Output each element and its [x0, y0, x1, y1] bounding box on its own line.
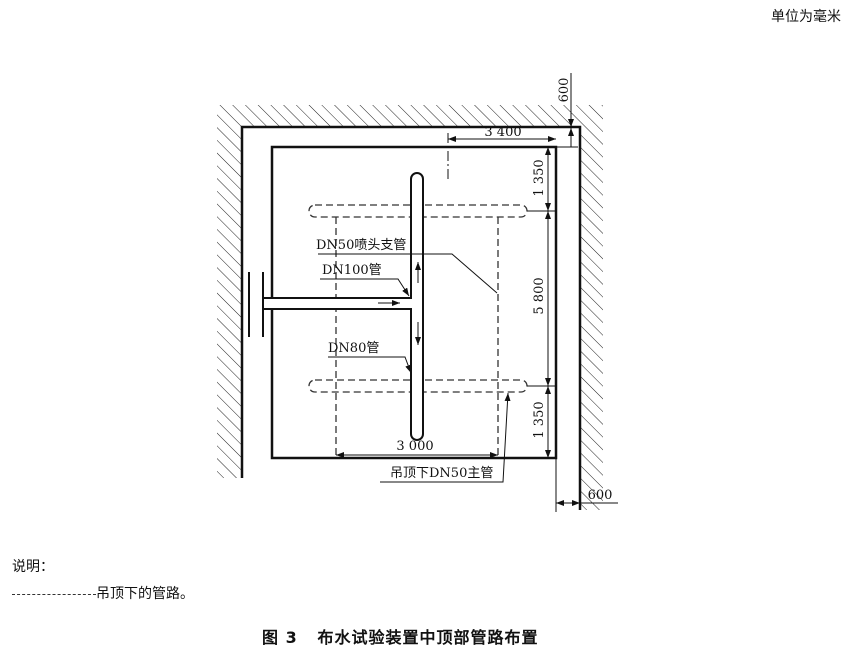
label-dn100: DN100管	[322, 263, 382, 278]
label-dn80: DN80管	[328, 341, 379, 356]
dn100-pipe	[248, 272, 413, 337]
pipe-labels: DN50喷头支管 DN100管 DN80管 吊顶下DN50主管	[316, 238, 493, 481]
legend-title: 说明：	[12, 559, 54, 575]
dim-side-lower: 1 350	[532, 401, 547, 438]
dimension-lines	[336, 73, 618, 512]
dim-side-upper: 1 350	[532, 159, 547, 196]
unit-note: 单位为毫米	[771, 9, 841, 25]
dim-top-offset: 600	[557, 78, 572, 103]
figure-title: 布水试验装置中顶部管路布置	[317, 628, 539, 647]
leader-lines	[318, 253, 511, 483]
wall-outline	[240, 125, 582, 510]
dim-width-lower: 3 000	[396, 439, 433, 454]
label-main-pipe: 吊顶下DN50主管	[390, 466, 493, 481]
label-branch-pipe: DN50喷头支管	[316, 238, 406, 253]
legend-item: 吊顶下的管路。	[12, 583, 194, 603]
wall-hatching	[217, 105, 603, 510]
dim-right-offset: 600	[588, 488, 613, 503]
legend-description: 吊顶下的管路。	[96, 586, 194, 602]
dim-side-middle: 5 800	[532, 277, 547, 314]
dimension-labels: 600 3 400 1 350 5 800 1 350 3 000 600	[396, 78, 612, 503]
flow-arrows	[378, 262, 421, 345]
figure-caption: 图 3 布水试验装置中顶部管路布置	[262, 624, 538, 648]
dim-width-upper: 3 400	[484, 125, 521, 140]
dashed-line-sample	[12, 593, 96, 595]
figure-number: 图 3	[262, 628, 298, 647]
